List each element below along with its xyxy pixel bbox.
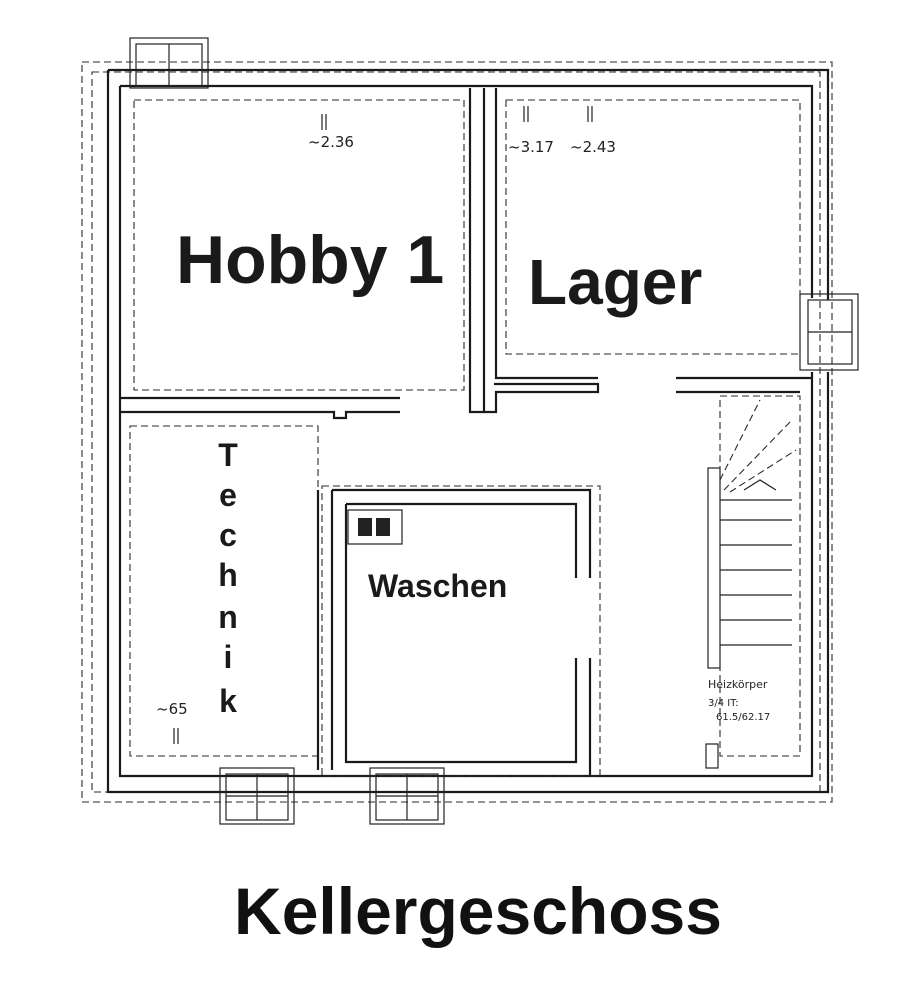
technik-letter: T: [218, 437, 238, 473]
room-lager: [484, 88, 812, 414]
technik-letter: e: [219, 477, 237, 513]
room-hobby: [120, 88, 486, 420]
technik-letter: k: [219, 683, 237, 719]
window-top: [129, 37, 209, 89]
technik-letter: h: [218, 557, 238, 593]
room-label-technik: T e c h n i k: [218, 437, 238, 719]
stair-note-line3: 61.5/62.17: [716, 712, 770, 723]
technik-letter: n: [218, 599, 238, 635]
dimension-markers: [173, 106, 593, 744]
sink-basin-right: [376, 518, 390, 536]
plan-title: Kellergeschoss: [234, 874, 722, 948]
sink-basin-left: [358, 518, 372, 536]
window-right: [799, 293, 859, 371]
dim-technik-height: ~65: [156, 700, 188, 718]
outer-dashed-boundary: [81, 61, 833, 803]
staircase: [705, 395, 801, 769]
window-bottom-middle: [369, 767, 445, 825]
technik-letter: c: [219, 517, 237, 553]
dim-lager-height-left: ~3.17: [508, 138, 554, 156]
stair-note-line2: 3/4 IT:: [708, 698, 739, 709]
inner-dashed-boundary: [91, 71, 821, 793]
window-bottom-left: [219, 767, 295, 825]
dim-hobby-height: ~2.36: [308, 133, 354, 151]
room-label-waschen: Waschen: [368, 568, 507, 604]
room-technik: [129, 425, 334, 770]
outer-walls: [106, 68, 830, 794]
technik-letter: i: [224, 639, 233, 675]
stair-note-line1: Heizkörper: [708, 678, 768, 691]
dim-lager-height-right: ~2.43: [570, 138, 616, 156]
room-waschen: [321, 485, 601, 777]
room-label-hobby: Hobby 1: [176, 222, 444, 298]
room-label-lager: Lager: [528, 246, 702, 318]
sink-fixture: [347, 509, 403, 545]
